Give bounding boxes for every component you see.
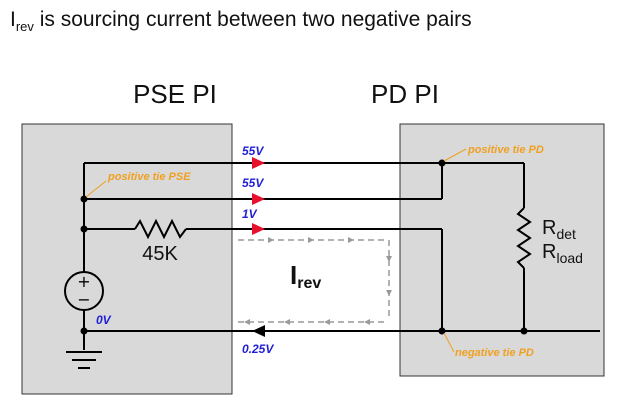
leader-neg-tie-pd — [443, 332, 455, 353]
voltage-025v: 0.25V — [242, 342, 274, 356]
junction-dots — [80, 159, 528, 335]
wires — [83, 162, 600, 350]
voltage-55v-second: 55V — [242, 176, 264, 190]
title-i: I — [10, 8, 16, 31]
title-rev: rev — [15, 19, 34, 35]
leader-tie-pd — [443, 148, 467, 162]
irev-label: Irev — [290, 260, 321, 292]
pd-box — [399, 123, 605, 377]
rload-label: Rload — [542, 241, 583, 266]
resistor-45k — [134, 218, 187, 240]
rdet-label: Rdet — [542, 217, 576, 242]
voltage-55v-top: 55V — [242, 144, 264, 158]
current-arrows — [252, 157, 265, 235]
arrow-pair2 — [252, 193, 265, 205]
title-rest: is sourcing current between two negative… — [33, 8, 472, 31]
resistor-rdet-rload — [516, 207, 532, 269]
voltage-source — [64, 271, 104, 311]
pd-pi-label: PD PI — [371, 79, 439, 109]
pse-box — [21, 123, 233, 395]
arrow-pair3 — [252, 223, 265, 235]
source-plus: + — [77, 272, 90, 291]
tie-callouts: positive tie PSE positive tie PD negativ… — [85, 144, 544, 359]
pse-pi-label: PSE PI — [133, 79, 217, 109]
arrow-pair1 — [252, 157, 265, 169]
source-minus: − — [77, 290, 90, 309]
arrow-return — [252, 325, 265, 337]
irev-arrowheads — [244, 237, 392, 325]
leader-tie-pse — [85, 180, 107, 198]
voltage-1v: 1V — [242, 207, 258, 221]
tie-pd-label: positive tie PD — [467, 144, 544, 156]
ground-icon — [66, 351, 102, 369]
voltage-0v: 0V — [96, 313, 112, 327]
neg-tie-pd-label: negative tie PD — [455, 347, 534, 359]
voltage-labels: 55V 55V 1V 0V 0.25V — [96, 144, 274, 356]
slide-title: Irev is sourcing current between two neg… — [10, 8, 472, 34]
resistor-45k-label: 45K — [142, 243, 178, 265]
tie-pse-label: positive tie PSE — [107, 171, 191, 183]
